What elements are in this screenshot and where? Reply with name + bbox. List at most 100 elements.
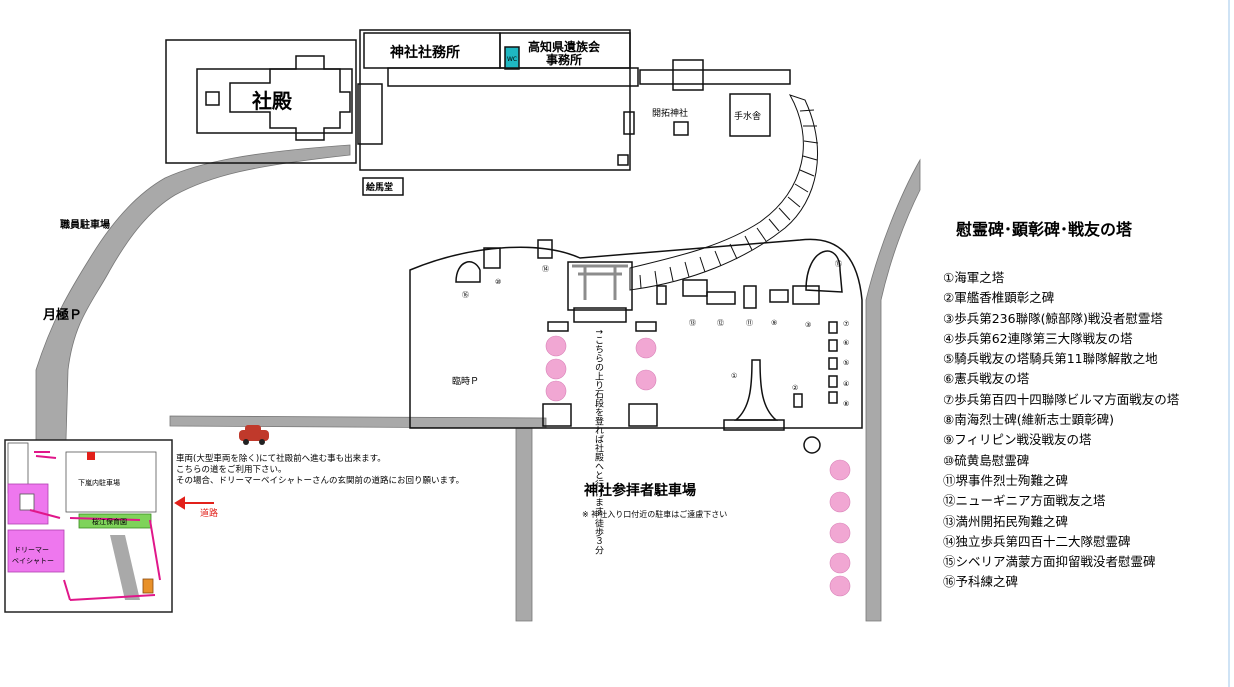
monument-1 xyxy=(733,359,779,421)
inset-nursery-label: 桜江保育園 xyxy=(92,517,127,526)
marker-6: ⑥ xyxy=(843,339,849,347)
marker-12: ⑫ xyxy=(717,319,724,327)
path-stone xyxy=(617,154,629,166)
legend-item: ⑭独立歩兵第四百十二大隊慰霊碑 xyxy=(943,533,1131,549)
bench-2 xyxy=(628,403,658,427)
sanpai-note: ※ 神社入り口付近の駐車はご遠慮下さい xyxy=(582,509,727,519)
monument-15 xyxy=(805,250,843,293)
legend-item: ⑨フィリピン戦没戦友の塔 xyxy=(943,432,1092,448)
shrine-compound xyxy=(165,29,791,196)
blossom-icon xyxy=(545,335,567,357)
car-note-2: こちらの道をご利用下さい。 xyxy=(176,464,287,475)
blossom-icon xyxy=(545,380,567,402)
izokukai-label-1: 高知県遺族会 xyxy=(528,39,601,54)
sanpai-parking-label: 神社参拝者駐車場 xyxy=(584,482,696,499)
path-block-2 xyxy=(635,321,657,332)
monument-16 xyxy=(455,261,481,283)
legend-item: ⑫ニューギニア方面戦友之塔 xyxy=(943,493,1106,509)
monument-14 xyxy=(537,239,553,259)
emado-label: 絵馬堂 xyxy=(366,181,393,193)
path-block-3 xyxy=(656,285,667,305)
right-road xyxy=(865,158,921,622)
roads xyxy=(35,144,921,622)
path-link xyxy=(639,69,791,85)
car-icon xyxy=(239,425,269,445)
inset-small-box xyxy=(19,493,35,511)
right-edge-rule xyxy=(1228,0,1230,687)
legend-item: ④歩兵第62連隊第三大隊戦友の塔 xyxy=(943,330,1133,346)
inset-route-arrow-icon xyxy=(29,451,161,601)
legend-item: ⑥憲兵戦友の塔 xyxy=(943,371,1030,387)
marker-column-5 xyxy=(828,391,838,404)
bench-1 xyxy=(542,403,572,427)
left-curved-road xyxy=(35,144,351,441)
marker-column-3 xyxy=(828,357,838,370)
path-block-1 xyxy=(547,321,569,332)
marker-column-2 xyxy=(828,339,838,352)
legend-item: ⑧南海烈士碑(維新志士顕彰碑) xyxy=(943,412,1114,428)
legend-item: ①海軍之塔 xyxy=(943,270,1005,285)
blossom-icon xyxy=(635,337,657,359)
emado-box xyxy=(362,177,404,196)
compound-outline xyxy=(165,39,357,164)
curved-staircase xyxy=(629,94,819,291)
round-stone xyxy=(803,436,821,454)
inset-map: 下嵐内駐車場 桜江保育園 ドリーマー ベイシャトー xyxy=(4,439,173,613)
monument-11 xyxy=(743,285,757,309)
inset-dreamer-label-2: ベイシャトー xyxy=(12,557,54,565)
kaitaku-box xyxy=(673,121,689,136)
route-label: 道路 xyxy=(200,507,218,519)
blossom-trees xyxy=(545,335,851,597)
marker-11: ⑪ xyxy=(746,319,753,327)
small-square xyxy=(205,91,220,106)
blossom-icon xyxy=(829,491,851,513)
inset-parking-label: 下嵐内駐車場 xyxy=(78,478,120,487)
marker-2: ② xyxy=(792,384,798,392)
monument-list-title: 慰霊碑･顕彰碑･戦友の塔 xyxy=(956,220,1133,239)
legend-item: ②軍艦香椎顕彰之碑 xyxy=(943,290,1055,306)
marker-5: ⑤ xyxy=(843,359,849,367)
annex-block xyxy=(357,83,383,145)
marker-3: ③ xyxy=(805,321,811,329)
mid-road xyxy=(169,415,547,622)
legend-item: ⑤騎兵戦友の塔騎兵第11聯隊解散之地 xyxy=(943,351,1158,367)
shokuin-parking-label: 職員駐車場 xyxy=(60,218,110,231)
temizusha-box xyxy=(729,93,771,137)
blossom-icon xyxy=(829,552,851,574)
temizusha-label: 手水舎 xyxy=(734,110,761,122)
car-note-1: 車両(大型車両を除く)にて社殿前へ進む事も出来ます。 xyxy=(176,453,386,464)
car-note-3: その場合、ドリーマーベイシャトーさんの玄関前の道路にお回り願います。 xyxy=(176,475,464,486)
inset-marker xyxy=(87,452,95,460)
torii-icon xyxy=(572,264,628,300)
rinji-p-label: 臨時Ｐ xyxy=(452,375,479,387)
marker-1: ① xyxy=(731,372,737,380)
monument-13 xyxy=(682,279,708,297)
blossom-icon xyxy=(545,358,567,380)
monument-10 xyxy=(483,247,501,269)
marker-7: ⑦ xyxy=(843,320,849,328)
inset-dreamer-label-1: ドリーマー xyxy=(14,546,49,554)
marker-16: ⑯ xyxy=(462,291,469,299)
blossom-icon xyxy=(829,459,851,481)
blossom-icon xyxy=(829,522,851,544)
office-outer xyxy=(359,29,631,171)
legend-item: ⑦歩兵第百四十四聯隊ビルマ方面戦友の塔 xyxy=(943,391,1180,407)
blossom-icon xyxy=(829,575,851,597)
monument-12 xyxy=(706,291,736,305)
marker-8: ⑧ xyxy=(843,400,849,408)
precinct-outline xyxy=(409,238,863,429)
marker-4: ④ xyxy=(843,380,849,388)
office-annex xyxy=(387,67,639,87)
inset-parking-area xyxy=(65,451,157,513)
stairs-note: ↑こちらの上り石段を登れば社殿へと行けます 徒歩３分 xyxy=(593,328,604,555)
kaitaku-label: 開拓神社 xyxy=(652,107,688,119)
marker-14: ⑭ xyxy=(542,265,549,273)
shaden-label: 社殿 xyxy=(251,89,293,113)
stone-stair-lower xyxy=(573,307,627,323)
marker-column-1 xyxy=(828,321,838,334)
legend-item: ③歩兵第236聯隊(鯨部隊)戦没者慰霊塔 xyxy=(943,310,1163,326)
monument-markers: ① ② ③ ④ ⑤ ⑥ ⑦ ⑧ ⑨ ⑩ ⑪ ⑫ ⑬ ⑭ ⑮ ⑯ xyxy=(462,260,849,408)
legend-item: ⑮シベリア満蒙方面抑留戦没者慰霊碑 xyxy=(943,554,1156,570)
main-hall-building xyxy=(229,55,351,141)
